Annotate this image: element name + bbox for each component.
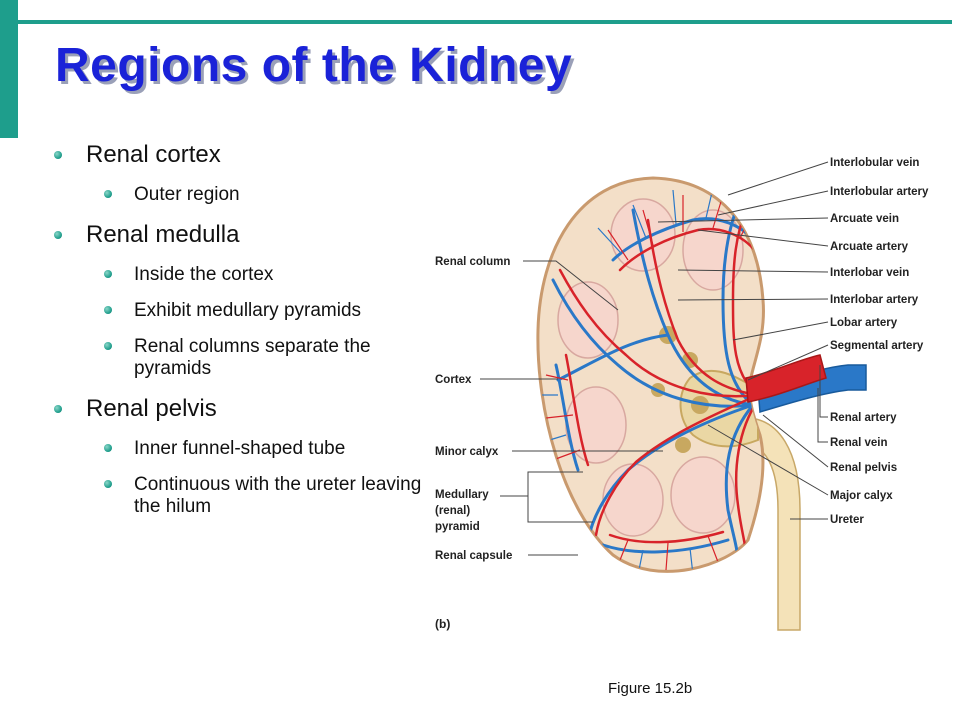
kidney-diagram: Renal column Cortex Minor calyx Medullar… <box>435 157 929 631</box>
label-renal-vein: Renal vein <box>830 437 888 449</box>
bullet-renal-pelvis: Renal pelvis <box>50 394 430 424</box>
label-minor-calyx: Minor calyx <box>435 446 499 458</box>
pyramid <box>670 456 736 534</box>
label-renal-artery: Renal artery <box>830 412 897 424</box>
vein-branch <box>556 333 670 382</box>
vein-branch <box>551 278 755 408</box>
interlobular-artery <box>607 194 754 261</box>
vein-branch <box>724 403 755 562</box>
label-major-calyx: Major calyx <box>830 490 893 502</box>
sub-bullet-medullary-pyramids: Exhibit medullary pyramids <box>50 300 430 322</box>
label-renal-pelvis: Renal pelvis <box>830 462 897 474</box>
label-interlobular-artery: Interlobular artery <box>830 186 929 198</box>
leader-line <box>817 388 828 443</box>
leader-line <box>523 260 619 311</box>
leader-line <box>717 190 829 216</box>
label-renal-column: Renal column <box>435 256 510 268</box>
leader-line <box>762 414 829 468</box>
leader-line <box>677 298 829 301</box>
panel-label: (b) <box>435 617 450 631</box>
label-interlobular-vein: Interlobular vein <box>830 157 919 169</box>
label-renal-capsule: Renal capsule <box>435 550 512 562</box>
leader-line <box>732 321 829 341</box>
interlobular-vein <box>597 187 714 253</box>
label-arcuate-artery: Arcuate artery <box>830 241 909 253</box>
leader-line <box>677 269 829 273</box>
arcuate-artery <box>564 353 590 467</box>
bullet-renal-medulla: Renal medulla <box>50 220 430 250</box>
artery-branch <box>734 398 760 557</box>
label-medullary-renal: (renal) <box>435 505 470 517</box>
bullet-list: Renal cortex Outer region Renal medulla … <box>50 140 430 518</box>
artery-branch <box>594 393 760 537</box>
label-cortex: Cortex <box>435 374 472 386</box>
minor-calyx-shape <box>675 437 691 453</box>
label-arcuate-vein: Arcuate vein <box>830 213 899 225</box>
leader-line <box>707 424 829 496</box>
leader-line <box>697 229 829 247</box>
sub-bullet-renal-columns: Renal columns separate the pyramids <box>50 336 430 380</box>
arcuate-artery <box>608 530 725 544</box>
sub-bullet-continuous-ureter: Continuous with the ureter leaving the h… <box>50 474 430 518</box>
label-pyramid: pyramid <box>435 521 480 533</box>
sub-bullet-funnel-tube: Inner funnel-shaped tube <box>50 438 430 460</box>
leader-line <box>819 365 828 418</box>
label-medullary: Medullary <box>435 489 489 501</box>
leader-line <box>747 344 829 381</box>
renal-artery <box>745 354 827 403</box>
leader-line <box>727 161 829 196</box>
leader-line <box>657 217 829 223</box>
sub-bullet-outer-region: Outer region <box>50 184 430 206</box>
sub-bullet-inside-cortex: Inside the cortex <box>50 264 430 286</box>
arcuate-vein <box>554 363 580 472</box>
figure-caption: Figure 15.2b <box>608 680 693 697</box>
artery-branch <box>646 218 760 397</box>
accent-bar-vertical <box>0 0 18 138</box>
label-interlobar-artery: Interlobar artery <box>830 294 919 306</box>
label-lobar-artery: Lobar artery <box>830 317 898 329</box>
label-ureter: Ureter <box>830 514 864 526</box>
leader-line <box>500 471 593 523</box>
label-segmental-artery: Segmental artery <box>830 340 924 352</box>
artery-branch <box>558 268 760 398</box>
interlobular-artery <box>545 374 581 461</box>
label-interlobar-vein: Interlobar vein <box>830 267 909 279</box>
pyramid <box>557 281 619 359</box>
slide-title: Regions of the Kidney <box>55 39 573 92</box>
arcuate-vein <box>611 217 760 262</box>
accent-bar-horizontal <box>18 20 952 24</box>
pyramid <box>602 463 664 537</box>
bullet-renal-cortex: Renal cortex <box>50 140 430 170</box>
arcuate-artery <box>618 227 758 272</box>
